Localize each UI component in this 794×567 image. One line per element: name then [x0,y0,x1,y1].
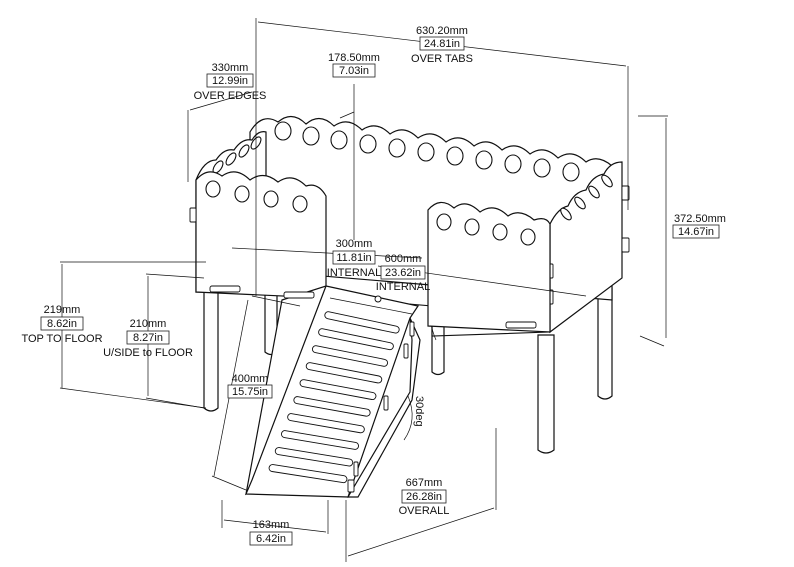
svg-text:INTERNAL: INTERNAL [327,267,381,279]
ramp-rung [274,447,354,467]
front-hole [234,185,250,203]
tab-slot [283,291,315,299]
svg-text:U/SIDE to FLOOR: U/SIDE to FLOOR [103,347,193,359]
svg-text:7.03in: 7.03in [339,65,369,77]
dim-internal-length: 600mm 23.62in INTERNAL [376,253,430,293]
tab-slot [383,395,389,411]
dim-top-to-floor: 219mm 8.62in TOP TO FLOOR [21,304,102,345]
leg-front-left [203,291,219,412]
svg-text:14.67in: 14.67in [678,226,714,238]
ramp-rungs [268,311,400,484]
ramp-rung [299,379,377,401]
tab-slot [189,207,197,223]
back-hole [330,130,348,150]
dim-overall: 667mm 26.28in OVERALL [399,477,450,517]
tab-slot [353,461,359,477]
ramp-rung [305,362,383,384]
svg-text:300mm: 300mm [336,238,373,250]
side-hole [238,144,250,158]
svg-text:8.62in: 8.62in [47,318,77,330]
ramp [245,285,421,498]
svg-text:667mm: 667mm [406,477,443,489]
tab-slot [403,343,409,359]
legs [203,287,613,454]
ramp-rung [281,430,359,450]
side-hole [588,185,600,199]
svg-text:12.99in: 12.99in [212,75,248,87]
svg-text:OVER TABS: OVER TABS [411,53,473,65]
svg-text:330mm: 330mm [212,62,249,74]
svg-text:26.28in: 26.28in [406,491,442,503]
dim-over-edges: 330mm 12.99in OVER EDGES [194,62,267,102]
svg-text:INTERNAL: INTERNAL [376,281,430,293]
tab-slot [621,237,630,253]
side-hole [601,174,613,188]
svg-text:210mm: 210mm [130,318,167,330]
dim-underside-to-floor: 210mm 8.27in U/SIDE to FLOOR [103,318,193,359]
back-hole [302,126,320,146]
front-hole [492,223,508,241]
svg-text:OVERALL: OVERALL [399,505,450,517]
svg-text:372.50mm: 372.50mm [674,213,726,225]
back-hole [274,121,292,141]
side-hole [225,152,237,166]
tab-slot [347,479,355,493]
svg-text:11.81in: 11.81in [336,252,371,264]
side-hole [560,207,572,221]
back-hole [359,134,377,154]
tab-slot [209,285,241,293]
side-hole [574,196,586,210]
svg-text:8.27in: 8.27in [133,332,163,344]
dim-ramp-width: 163mm 6.42in [249,519,293,546]
svg-text:6.42in: 6.42in [256,533,286,545]
front-hole [436,213,452,231]
front-hole [205,180,221,198]
dim-gap: 178.50mm 7.03in [328,52,380,78]
front-left-panel [189,171,327,299]
svg-text:219mm: 219mm [44,304,81,316]
leg-front-right [537,334,555,454]
leg-right-back [597,287,613,400]
svg-text:TOP TO FLOOR: TOP TO FLOOR [21,333,102,345]
ramp-rung [324,311,400,334]
front-hole [263,190,279,208]
svg-text:23.62in: 23.62in [385,267,421,279]
dim-ramp-angle: 30deg [413,396,425,427]
tab-slot [505,321,537,329]
back-hole [562,162,580,182]
svg-text:163mm: 163mm [253,519,290,531]
ramp-rung [268,464,348,484]
tab-slot [621,185,630,201]
front-right-panel [427,201,551,333]
dim-over-tabs: 630.20mm 24.81in OVER TABS [411,25,473,65]
svg-text:OVER EDGES: OVER EDGES [194,90,267,102]
front-hole [520,228,536,246]
back-hole [417,142,435,162]
back-hole [388,138,406,158]
svg-text:15.75in: 15.75in [232,386,268,398]
svg-text:600mm: 600mm [385,253,422,265]
back-hole [504,154,522,174]
svg-text:178.50mm: 178.50mm [328,52,380,64]
back-hole [475,150,493,170]
svg-text:24.81in: 24.81in [424,38,460,50]
ramp-rung [311,345,389,367]
back-hole [446,146,464,166]
svg-text:630.20mm: 630.20mm [416,25,468,37]
dim-internal-width: 300mm 11.81in INTERNAL [327,238,381,279]
ramp-rung [293,396,371,417]
leg-back-right [431,319,445,376]
front-hole [292,195,308,213]
ramp-rung [318,328,394,351]
back-hole [533,158,551,178]
dim-ramp-length: 400mm 15.75in [227,373,273,399]
svg-text:400mm: 400mm [232,373,269,385]
svg-text:30deg: 30deg [413,396,425,427]
ramp-rung [287,413,365,434]
dim-height: 372.50mm 14.67in [672,213,726,239]
tab-slot [409,321,415,337]
front-hole [464,218,480,236]
